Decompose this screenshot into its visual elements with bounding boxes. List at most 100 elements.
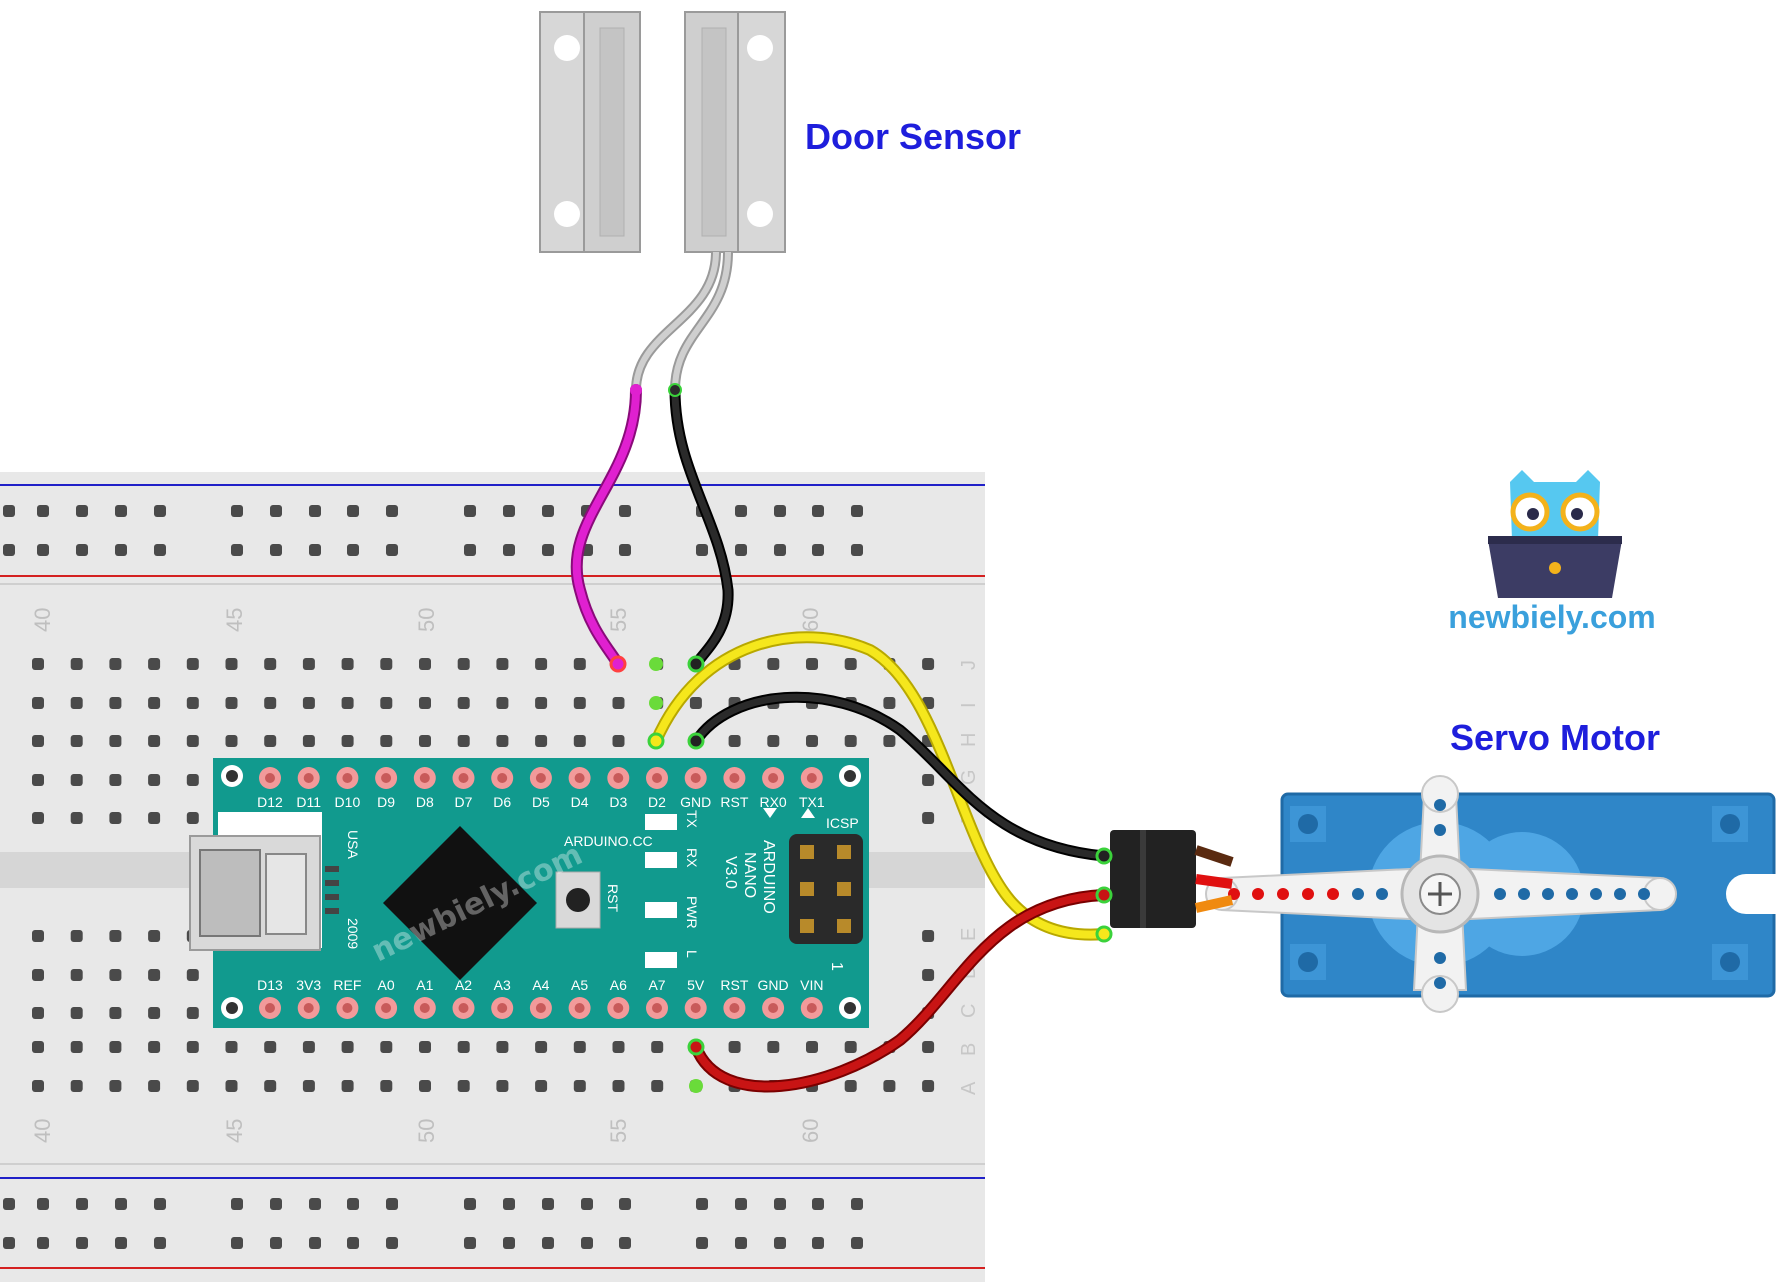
usb-connector — [189, 812, 339, 951]
breadboard-hole — [844, 1041, 857, 1053]
breadboard-hole — [573, 1041, 586, 1053]
breadboard-hole — [922, 930, 935, 942]
breadboard-hole — [341, 697, 354, 709]
servo-horn-hole — [1494, 888, 1506, 900]
breadboard-hole — [619, 544, 631, 556]
breadboard-hole — [806, 658, 818, 670]
breadboard-hole — [573, 1080, 586, 1092]
breadboard-hole — [503, 544, 515, 556]
breadboard-hole — [347, 1237, 359, 1249]
usa-label: USA — [345, 830, 361, 859]
breadboard-hole — [154, 544, 166, 556]
breadboard-hole — [535, 1041, 548, 1053]
breadboard-hole — [883, 697, 896, 709]
breadboard-hole — [386, 544, 398, 556]
breadboard-hole — [70, 812, 83, 824]
breadboard-hole — [302, 735, 315, 747]
breadboard-hole — [264, 658, 277, 670]
breadboard-hole — [70, 658, 83, 670]
breadboard-hole — [851, 505, 863, 517]
breadboard-hole — [735, 1198, 747, 1210]
breadboard-hole — [496, 735, 509, 747]
breadboard-hole — [735, 544, 747, 556]
breadboard-hole — [70, 1080, 83, 1092]
breadboard-hole — [70, 1007, 83, 1019]
breadboard-hole — [535, 697, 548, 709]
row-number: 60 — [798, 1119, 823, 1143]
breadboard-hole — [457, 697, 470, 709]
nano-pin-label: GND — [680, 794, 711, 810]
nano-pin-label: D5 — [532, 794, 550, 810]
breadboard-hole — [270, 544, 282, 556]
breadboard-hole — [231, 1237, 243, 1249]
nano-pin-label: D6 — [493, 794, 511, 810]
breadboard-hole — [380, 735, 393, 747]
site-label: ARDUINO.CC — [564, 833, 653, 849]
model-line2: NANO — [741, 852, 758, 898]
breadboard-hole — [154, 1198, 166, 1210]
breadboard-hole — [347, 505, 359, 517]
led-label: L — [684, 950, 700, 958]
breadboard-hole — [812, 1237, 824, 1249]
breadboard-hole — [148, 697, 161, 709]
breadboard-hole — [728, 735, 741, 747]
row-number: 60 — [798, 608, 823, 632]
breadboard-hole — [735, 505, 747, 517]
breadboard-hole — [341, 1080, 354, 1092]
nano-pin-label: VIN — [800, 977, 823, 993]
breadboard-hole — [619, 1237, 631, 1249]
nano-pin-label: D12 — [257, 794, 283, 810]
breadboard-hole — [3, 1198, 15, 1210]
breadboard-hole — [573, 735, 586, 747]
breadboard-hole — [419, 1080, 431, 1092]
breadboard-hole — [302, 697, 315, 709]
breadboard-hole — [542, 505, 554, 517]
servo-motor-label: Servo Motor — [1450, 717, 1660, 758]
nano-pin-label: D13 — [257, 977, 283, 993]
door-sensor-magnet — [539, 11, 641, 253]
nano-pin-label: A6 — [610, 977, 627, 993]
breadboard-hole — [109, 658, 122, 670]
led-label: TX — [684, 810, 700, 829]
breadboard-hole — [32, 658, 44, 670]
breadboard-hole — [464, 1198, 476, 1210]
breadboard-hole — [109, 697, 122, 709]
row-letter: C — [958, 1004, 980, 1018]
servo-horn-hole — [1434, 824, 1446, 836]
breadboard-hole — [922, 1041, 935, 1053]
breadboard-hole — [302, 1080, 315, 1092]
breadboard-hole — [386, 505, 398, 517]
row-letter: J — [958, 660, 980, 670]
breadboard-hole — [457, 658, 470, 670]
breadboard-hole — [32, 1007, 44, 1019]
nano-pin-label: D9 — [377, 794, 395, 810]
nano-pin-label: GND — [758, 977, 789, 993]
breadboard-hole — [32, 774, 44, 786]
breadboard-hole — [76, 1237, 88, 1249]
nano-pin-label: D4 — [571, 794, 589, 810]
breadboard-hole — [464, 505, 476, 517]
breadboard-hole — [70, 774, 83, 786]
breadboard-hole — [457, 1041, 470, 1053]
breadboard-hole — [309, 1198, 321, 1210]
breadboard-hole — [844, 1080, 857, 1092]
breadboard-hole — [922, 812, 935, 824]
breadboard-hole — [573, 658, 586, 670]
breadboard-hole — [225, 658, 238, 670]
breadboard-hole — [115, 1237, 127, 1249]
breadboard-hole — [542, 544, 554, 556]
breadboard-hole — [109, 1080, 122, 1092]
breadboard-hole — [844, 735, 857, 747]
breadboard-hole — [115, 1198, 127, 1210]
row-letter: B — [958, 1043, 980, 1056]
breadboard-hole — [109, 930, 122, 942]
servo-connector — [1110, 830, 1196, 928]
servo-horn-hole — [1638, 888, 1650, 900]
breadboard-hole — [225, 735, 238, 747]
breadboard-hole — [812, 505, 824, 517]
row-number: 55 — [606, 608, 631, 632]
breadboard-hole — [186, 1080, 199, 1092]
breadboard-hole — [115, 544, 127, 556]
